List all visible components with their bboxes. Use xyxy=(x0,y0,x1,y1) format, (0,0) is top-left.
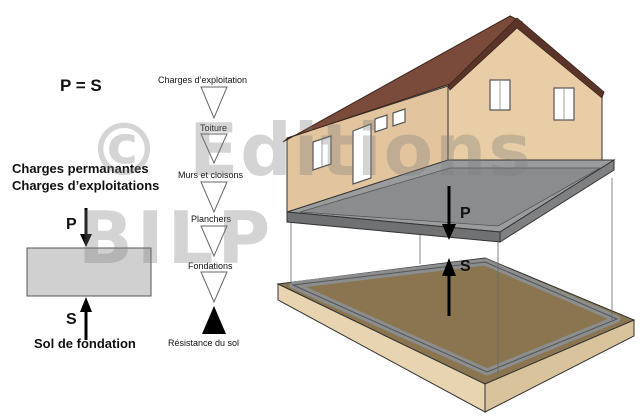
p-label: P xyxy=(66,216,77,233)
ground-block xyxy=(276,257,636,413)
door xyxy=(352,123,372,185)
chain-triangle-1 xyxy=(200,86,228,120)
p-arrow-head xyxy=(80,234,92,247)
chain-label-murs: Murs et cloisons xyxy=(178,170,244,180)
chain-triangle-4 xyxy=(200,225,228,258)
window-front-small-1 xyxy=(374,114,388,133)
ground-reaction-triangle xyxy=(202,306,226,334)
equation: P = S xyxy=(60,76,102,95)
roof xyxy=(282,15,605,143)
chain-label-charges: Charges d’exploitation xyxy=(158,75,248,85)
chain-label-toiture: Toiture xyxy=(200,123,228,133)
windows xyxy=(312,79,575,185)
house-s-label: S xyxy=(460,258,471,275)
sol-fondation-label: Sol de fondation xyxy=(34,336,136,351)
load-chain xyxy=(200,86,228,304)
loads-heading-line1: Charges permanantes xyxy=(12,161,149,176)
chain-triangle-2 xyxy=(200,133,228,165)
chain-label-resistance: Résistance du sol xyxy=(168,338,240,348)
chain-triangle-3 xyxy=(200,181,228,214)
loads-heading-line2: Charges d’exploitations xyxy=(12,178,160,193)
house-s-arrow-head xyxy=(442,258,456,276)
chain-triangle-5 xyxy=(200,271,228,304)
s-label: S xyxy=(66,311,77,328)
chain-label-fondations: Fondations xyxy=(188,261,233,271)
chain-label-planchers: Planchers xyxy=(191,214,232,224)
window-front-small-2 xyxy=(392,108,406,127)
house-p-arrow-head xyxy=(442,224,456,240)
house-p-label: P xyxy=(460,205,471,222)
soil-block xyxy=(26,247,152,297)
s-arrow-head xyxy=(80,297,92,312)
